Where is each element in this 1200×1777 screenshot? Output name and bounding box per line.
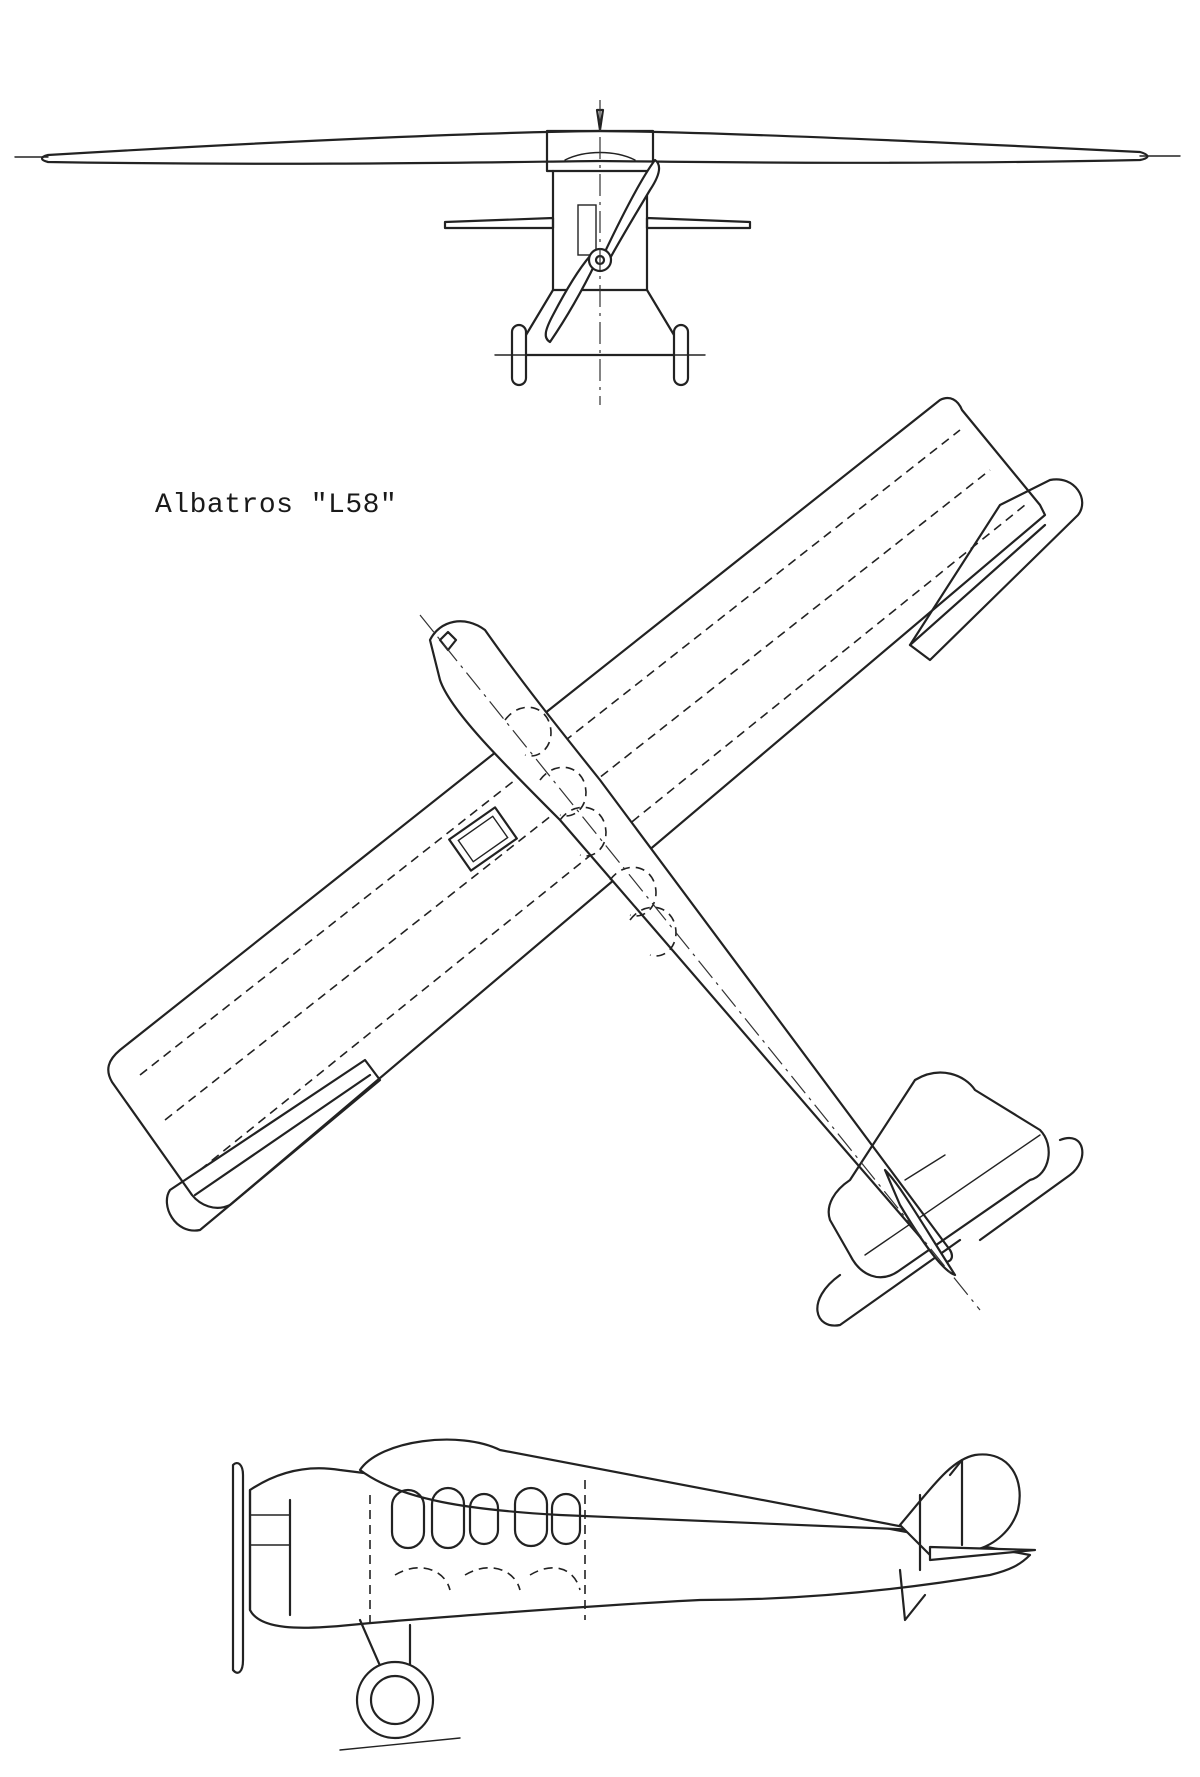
drawing-title: Albatros "L58" [155,490,398,521]
cabin-windows [390,1486,582,1550]
propeller [544,158,661,344]
front-view [14,100,1181,405]
plan-view [107,396,1084,1327]
side-view [231,1438,1037,1751]
